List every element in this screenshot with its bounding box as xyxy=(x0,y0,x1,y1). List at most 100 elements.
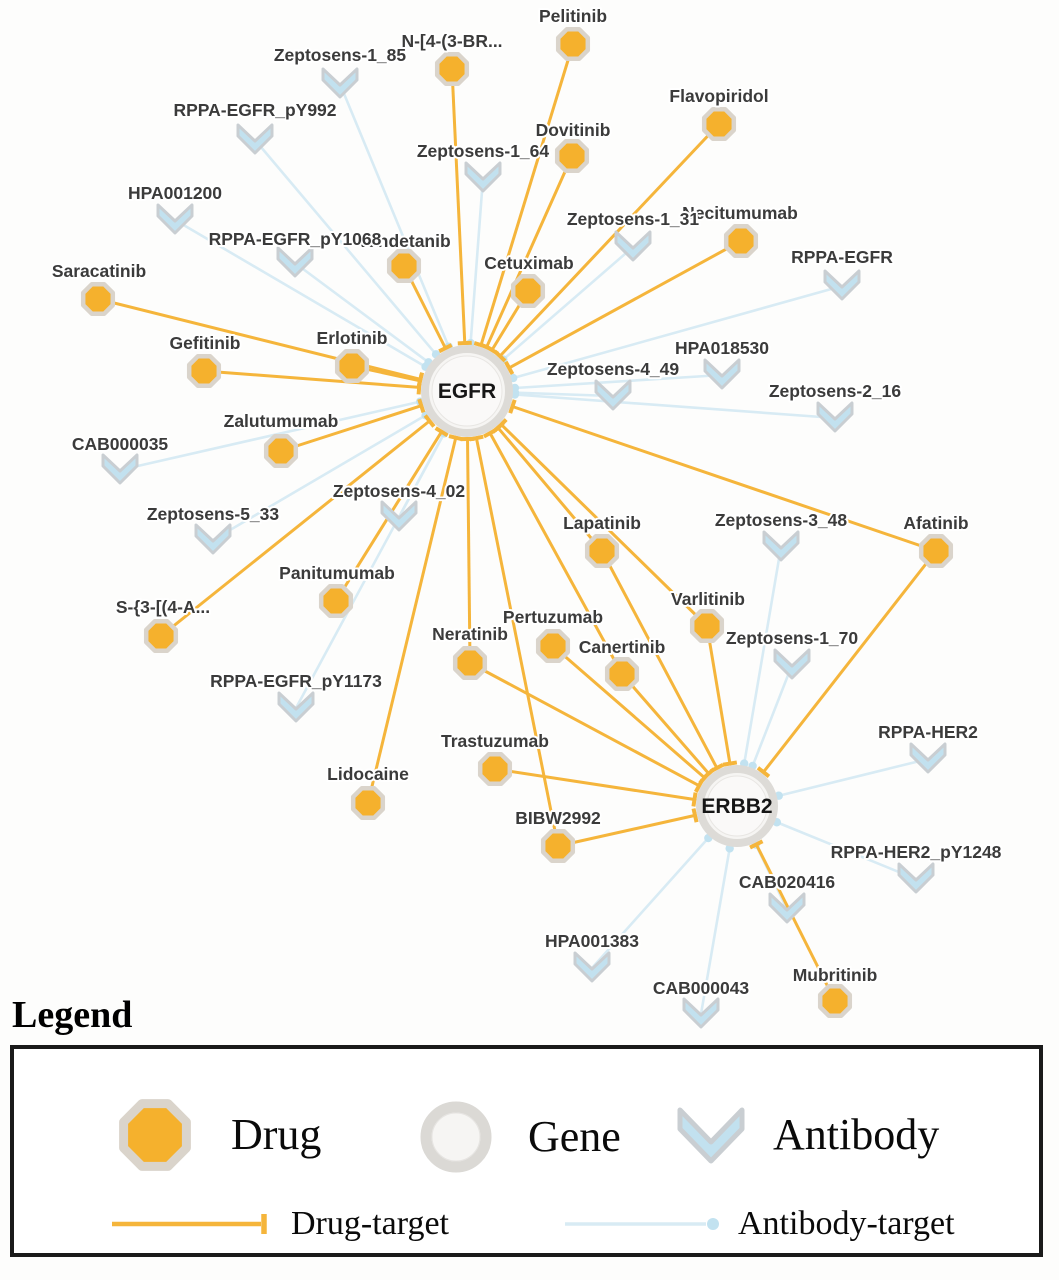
antibody-node-zeptosens-4_02[interactable] xyxy=(380,500,418,532)
antibody-node-zeptosens-3_48[interactable] xyxy=(762,530,800,562)
node-label: Pelitinib xyxy=(539,6,607,26)
drug-node-lapatinib[interactable] xyxy=(584,533,620,569)
drug-node-vandetanib[interactable] xyxy=(386,248,422,284)
node-label: Dovitinib xyxy=(536,120,611,140)
drug-node-panitumumab[interactable] xyxy=(318,583,354,619)
antibody-node-rppa-egfr_py1173[interactable] xyxy=(277,691,315,723)
node-label: Zalutumumab xyxy=(224,411,339,431)
node-label: RPPA-EGFR_pY1068 xyxy=(209,229,382,249)
antibody-node-zeptosens-1_70[interactable] xyxy=(773,648,811,680)
antibody-node-zeptosens-4_49[interactable] xyxy=(594,379,632,411)
antibody-node-rppa-her2_py1248[interactable] xyxy=(897,862,935,894)
edge-drug-target xyxy=(494,767,698,807)
legend-item-antibody-target: Antibody-target xyxy=(562,1207,955,1241)
node-label: Varlitinib xyxy=(671,589,745,609)
edge-antibody-target xyxy=(338,83,453,351)
node-label: Zeptosens-2_16 xyxy=(769,381,902,401)
antibody-node-hpa001383[interactable] xyxy=(573,951,611,983)
node-label: N-[4-(3-BR... xyxy=(401,31,502,51)
drug-node-dovitinib[interactable] xyxy=(554,138,590,174)
drug-node-cetuximab[interactable] xyxy=(510,273,546,309)
antibody-node-cab020416[interactable] xyxy=(768,892,806,924)
gene-icon xyxy=(420,1101,492,1173)
antibody-node-rppa-her2[interactable] xyxy=(909,742,947,774)
node-label: HPA001200 xyxy=(128,183,222,203)
edge-drug-target xyxy=(552,644,711,785)
edge-antibody-target xyxy=(466,177,485,348)
drug-node-necitumumab[interactable] xyxy=(723,223,759,259)
legend-antibody-label: Antibody xyxy=(773,1110,940,1159)
drug-node-gefitinib[interactable] xyxy=(186,353,222,389)
node-label: Neratinib xyxy=(432,624,508,644)
drug-node-saracatinib[interactable] xyxy=(80,281,116,317)
antibody-node-rppa-egfr[interactable] xyxy=(823,269,861,301)
edge-antibody-target xyxy=(748,664,794,771)
node-label: RPPA-HER2_pY1248 xyxy=(831,842,1002,862)
node-label: BIBW2992 xyxy=(515,808,601,828)
antibody-node-rppa-egfr_py1068[interactable] xyxy=(276,246,314,278)
edge-drug-target xyxy=(366,434,464,804)
gene-node-ERBB2[interactable]: ERBB2 xyxy=(696,765,778,847)
legend-item-antibody: Antibody xyxy=(669,1099,939,1171)
antibody-node-zeptosens-1_85[interactable] xyxy=(321,67,359,99)
antibody-node-zeptosens-2_16[interactable] xyxy=(816,401,854,433)
legend-drug-target-label: Drug-target xyxy=(291,1205,449,1242)
node-label: Zeptosens-3_48 xyxy=(715,510,848,530)
antibody-node-hpa018530[interactable] xyxy=(703,358,741,390)
drug-node-flavopiridol[interactable] xyxy=(701,106,737,142)
antibody-node-hpa001200[interactable] xyxy=(156,203,194,235)
edge-drug-target xyxy=(503,239,742,376)
edge-drug-target xyxy=(557,808,699,848)
node-label: Panitumumab xyxy=(279,563,395,583)
drug-node-varlitinib[interactable] xyxy=(689,608,725,644)
node-layer: EGFR ERBB2 xyxy=(80,26,954,1029)
drug-node-afatinib[interactable] xyxy=(918,533,954,569)
legend-drug-label: Drug xyxy=(231,1110,322,1159)
node-label: Mubritinib xyxy=(793,965,878,985)
antibody-node-cab000035[interactable] xyxy=(101,453,139,485)
drug-node-erlotinib[interactable] xyxy=(334,348,370,384)
node-label: Flavopiridol xyxy=(669,86,768,106)
node-label: HPA018530 xyxy=(675,338,769,358)
legend-item-drug-target: Drug-target xyxy=(109,1207,449,1241)
edge-drug-target xyxy=(508,399,937,553)
antibody-node-rppa-egfr_py992[interactable] xyxy=(236,123,274,155)
drug-node-mubritinib[interactable] xyxy=(817,983,853,1019)
antibody-icon xyxy=(677,1107,745,1164)
edge-drug-target xyxy=(494,418,709,628)
edge-layer xyxy=(97,43,938,1015)
drug-node-zalutumumab[interactable] xyxy=(263,433,299,469)
drug-node-trastuzumab[interactable] xyxy=(477,751,513,787)
antibody-node-zeptosens-1_64[interactable] xyxy=(464,161,502,193)
node-label: Zeptosens-1_85 xyxy=(274,45,407,65)
node-label: Lapatinib xyxy=(563,513,641,533)
node-label: Erlotinib xyxy=(317,328,388,348)
node-label: CAB020416 xyxy=(739,872,836,892)
antibody-node-cab000043[interactable] xyxy=(682,997,720,1029)
drug-node-lidocaine[interactable] xyxy=(350,785,386,821)
drug-node-n4-3br[interactable] xyxy=(434,51,470,87)
drug-node-s34a[interactable] xyxy=(143,618,179,654)
edge-drug-target xyxy=(280,398,426,453)
edge-antibody-target xyxy=(774,757,929,800)
drug-node-bibw2992[interactable] xyxy=(540,828,576,864)
legend-item-gene: Gene xyxy=(412,1093,621,1181)
drug-node-pertuzumab[interactable] xyxy=(535,628,571,664)
gene-node-EGFR[interactable]: EGFR xyxy=(421,345,513,437)
edge-drug-target xyxy=(160,414,436,638)
antibody-node-zeptosens-5_33[interactable] xyxy=(194,523,232,555)
legend-item-drug: Drug xyxy=(109,1089,321,1181)
drug-target-edge-icon xyxy=(112,1214,267,1234)
edge-drug-target xyxy=(482,427,624,675)
node-label: RPPA-EGFR xyxy=(791,247,893,267)
antibody-node-zeptosens-1_31[interactable] xyxy=(614,230,652,262)
drug-node-neratinib[interactable] xyxy=(452,645,488,681)
node-label: Zeptosens-5_33 xyxy=(147,504,280,524)
legend-box: Drug Gene Antibody Drug-target xyxy=(10,1045,1043,1257)
drug-node-pelitinib[interactable] xyxy=(555,26,591,62)
node-label: HPA001383 xyxy=(545,931,639,951)
drug-node-canertinib[interactable] xyxy=(604,656,640,692)
node-label: CAB000035 xyxy=(72,434,169,454)
node-label: Zeptosens-4_49 xyxy=(547,359,680,379)
